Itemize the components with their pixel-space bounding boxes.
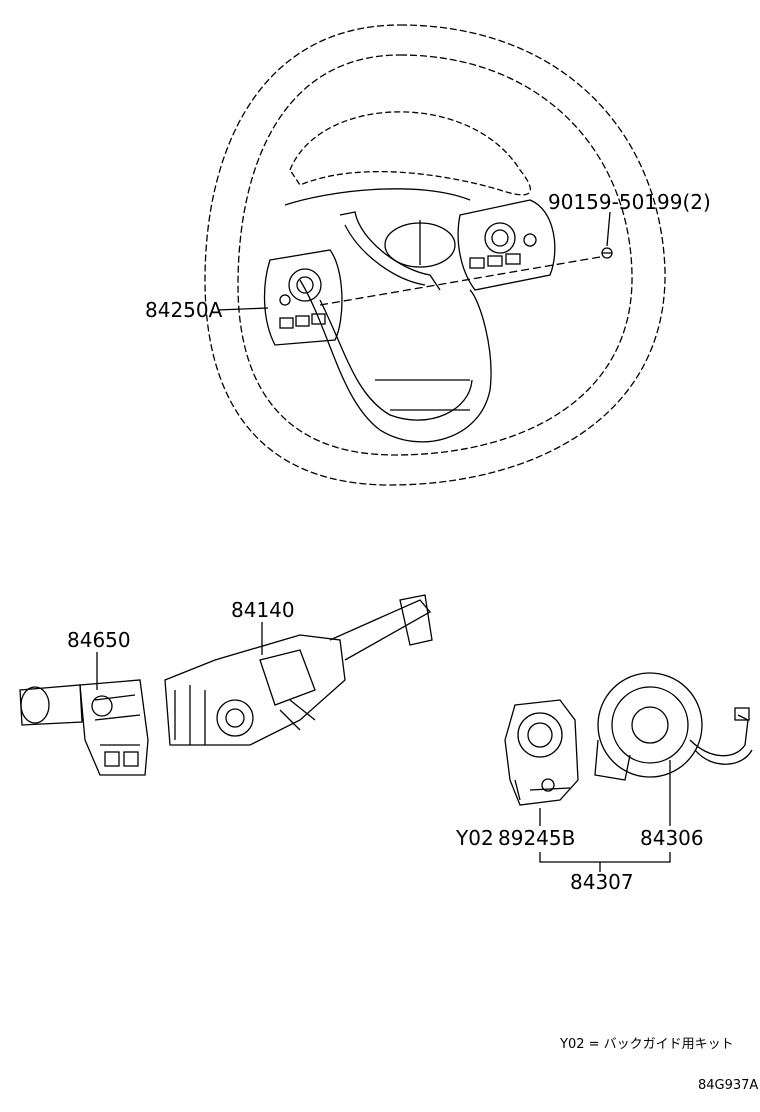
label-84250A: 84250A — [145, 298, 223, 322]
spiral-cable — [594, 672, 753, 781]
wiper-switch — [19, 679, 149, 776]
bracket-84307 — [539, 852, 671, 872]
label-84307: 84307 — [570, 870, 634, 894]
steering-wheel — [204, 24, 666, 486]
label-variant-code: Y02 — [456, 826, 494, 850]
leader-84250A — [217, 307, 269, 311]
footnote: Y02 = バックガイド用キット — [560, 1037, 734, 1052]
label-84306: 84306 — [640, 826, 704, 850]
leader-dashed — [319, 256, 601, 306]
combination-switch — [164, 594, 433, 746]
label-89245B: 89245B — [498, 826, 576, 850]
diagram-code: 84G937A — [698, 1078, 759, 1093]
label-84650: 84650 — [67, 628, 131, 652]
leader-bolt — [606, 211, 611, 247]
label-bolt: 90159-50199(2) — [548, 190, 711, 214]
steering-sensor — [504, 699, 579, 806]
label-84140: 84140 — [231, 598, 295, 622]
